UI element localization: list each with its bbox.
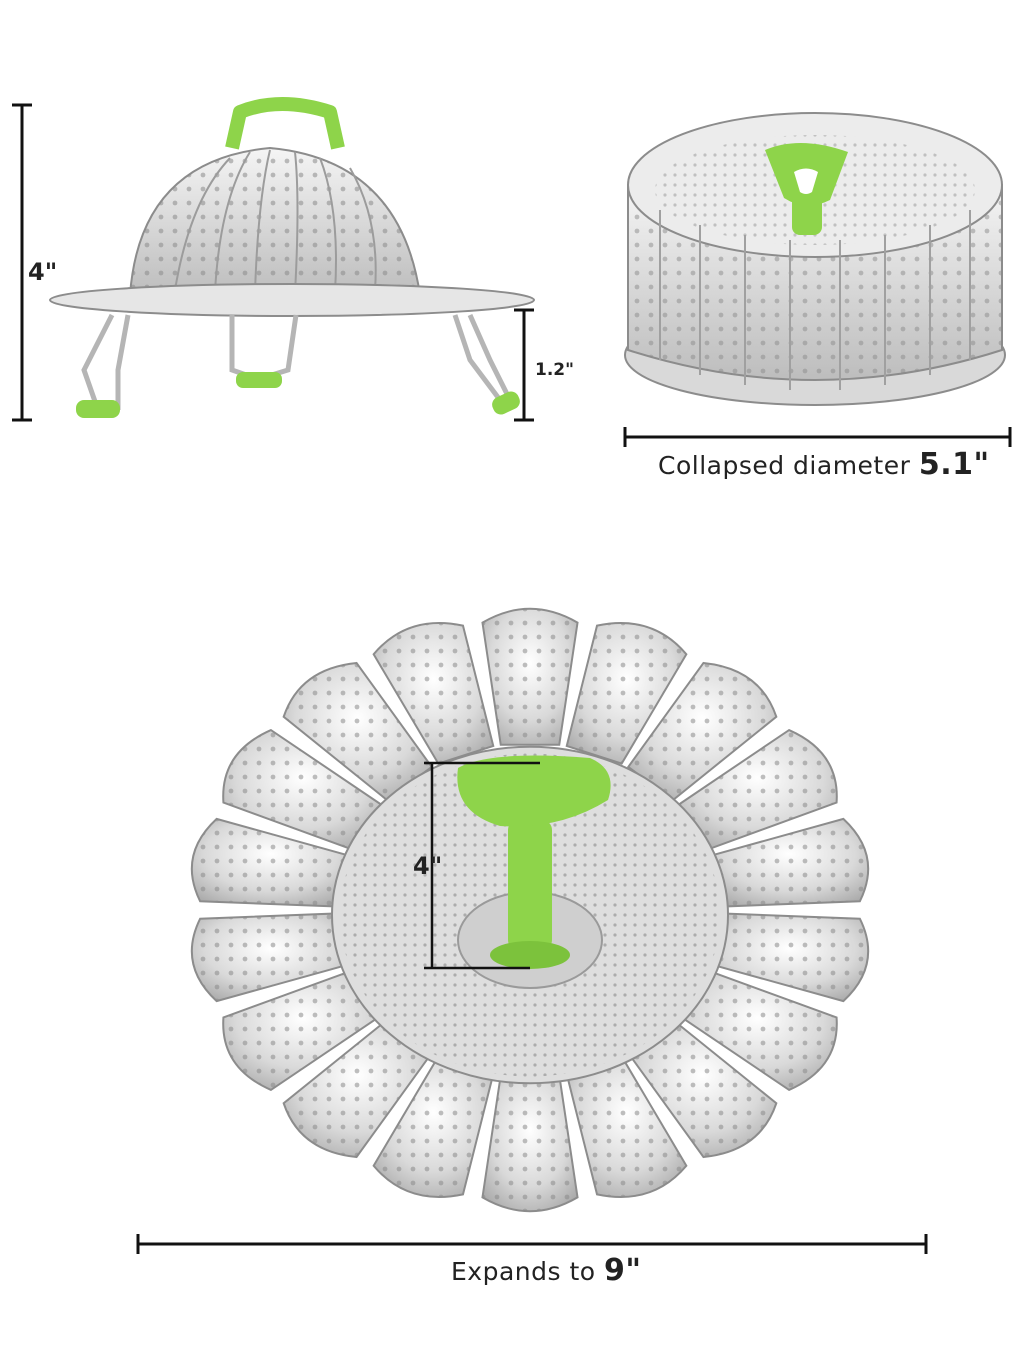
petal-holes	[566, 623, 687, 764]
petal-holes	[709, 913, 869, 1002]
post	[508, 820, 552, 950]
petal-holes	[566, 1056, 687, 1197]
leg-height-label: 1.2"	[535, 360, 574, 380]
petal-holes	[223, 730, 383, 850]
post-base	[490, 941, 570, 969]
collapsed-diameter-value: 5.1"	[918, 447, 990, 482]
steamer-side-view	[49, 97, 535, 418]
height-dimension-line	[12, 103, 32, 422]
post-top-handle	[457, 755, 611, 827]
petal-holes	[373, 623, 494, 764]
post-height-label: 4"	[413, 852, 443, 880]
collapsed-caption-prefix: Collapsed diameter	[658, 451, 919, 480]
petal-holes	[482, 1075, 578, 1212]
steamer-expanded-view	[190, 607, 870, 1213]
expanded-diameter-value: 9"	[604, 1253, 642, 1288]
petal-holes	[709, 818, 869, 907]
leg-dimension-line	[514, 308, 534, 422]
collapsed-diameter-caption: Collapsed diameter 5.1"	[658, 447, 990, 482]
expanded-dimension-line	[136, 1234, 928, 1254]
petal-holes	[482, 608, 578, 745]
petal-holes	[283, 662, 432, 800]
post-dimension-line	[424, 761, 540, 970]
petal-holes	[283, 1020, 432, 1158]
height-label: 4"	[28, 258, 58, 286]
petal-holes	[628, 662, 777, 800]
petal-holes	[191, 913, 351, 1002]
petal-holes	[677, 730, 837, 850]
petal-holes	[628, 1020, 777, 1158]
petal-holes	[677, 970, 837, 1090]
expanded-diameter-caption: Expands to 9"	[451, 1253, 642, 1288]
collapsed-dimension-line	[623, 427, 1012, 447]
expanded-caption-prefix: Expands to	[451, 1257, 605, 1286]
petal-holes	[373, 1056, 494, 1197]
petal-holes	[223, 970, 383, 1090]
petal-holes	[191, 818, 351, 907]
steamer-collapsed-view	[624, 112, 1006, 406]
